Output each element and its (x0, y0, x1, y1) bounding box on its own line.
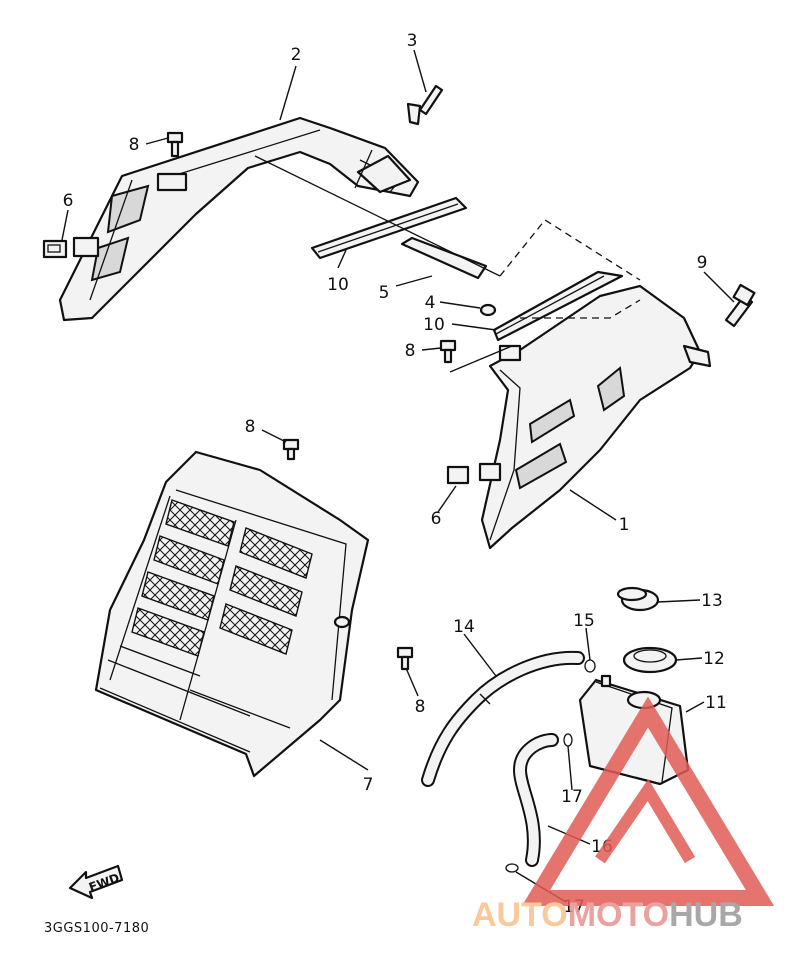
pad-part-5 (400, 236, 488, 280)
callout-6-left: 6 (63, 191, 74, 211)
hose-part-16 (512, 733, 559, 867)
clamp-part-17-lower (505, 863, 519, 873)
callout-13: 13 (701, 591, 723, 611)
callout-15: 15 (573, 611, 595, 631)
clamp-part-15 (584, 659, 596, 673)
callout-8-grill-side: 8 (415, 697, 426, 717)
callout-7: 7 (363, 775, 374, 795)
bolt-part-8-grill-top (282, 438, 300, 461)
clamp-part-17-upper (563, 733, 573, 747)
callout-6-right: 6 (431, 509, 442, 529)
clip-part-6-left (42, 239, 68, 259)
part-code: 3GGS100-7180 (44, 921, 149, 936)
callout-8-mid: 8 (405, 341, 416, 361)
callout-12: 12 (703, 649, 725, 669)
watermark-hub: HUB (669, 896, 743, 934)
watermark-moto: MOTO (568, 896, 669, 934)
clip-part-6-right (446, 462, 502, 485)
bolt-part-8-top (166, 131, 184, 158)
watermark-auto: AUTO (472, 896, 568, 934)
callout-1: 1 (619, 515, 630, 535)
leader-lines (61, 49, 735, 903)
callout-8-grill-top: 8 (245, 417, 256, 437)
callout-17-upper: 17 (561, 787, 583, 807)
fwd-label: FWD (87, 871, 121, 895)
callout-2: 2 (291, 45, 302, 65)
callout-9: 9 (697, 253, 708, 273)
callout-10-right: 10 (423, 315, 445, 335)
watermark-triangle-icon (521, 696, 775, 906)
bolt-part-9 (724, 283, 756, 328)
piece-part-4 (479, 303, 497, 317)
cap-part-13 (616, 586, 660, 612)
callout-5: 5 (379, 283, 390, 303)
radiator-grill-part-7 (94, 450, 370, 778)
callout-3: 3 (407, 31, 418, 51)
strip-part-10-left (310, 196, 468, 260)
callout-4: 4 (425, 293, 436, 313)
screw-part-3 (406, 84, 444, 126)
callout-8-top: 8 (129, 135, 140, 155)
upper-shroud-part-2 (58, 116, 420, 322)
watermark-logo: AUTOMOTOHUB (472, 696, 775, 934)
svg-text:AUTOMOTOHUB: AUTOMOTOHUB (472, 896, 743, 934)
callout-11: 11 (705, 693, 727, 713)
callout-10-left: 10 (327, 275, 349, 295)
side-shroud-part-1 (480, 270, 712, 550)
cap-ring-part-12 (622, 646, 678, 674)
bolt-part-8-grill-side (396, 646, 414, 671)
callout-14: 14 (453, 617, 475, 637)
fwd-arrow-icon: FWD (68, 864, 124, 900)
bolt-part-8-mid (439, 339, 457, 364)
hose-part-14 (421, 650, 585, 787)
assembly-lines (254, 149, 641, 373)
